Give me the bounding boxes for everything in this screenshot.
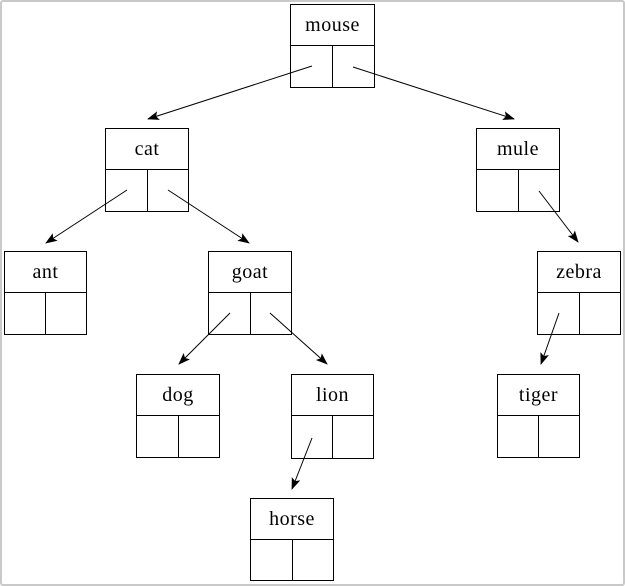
node-right-pointer-cell xyxy=(333,416,373,458)
tree-node-dog: dog xyxy=(136,374,220,458)
node-label: dog xyxy=(137,375,219,416)
node-left-pointer-cell xyxy=(137,416,179,457)
tree-node-tiger: tiger xyxy=(497,374,580,458)
node-left-pointer-cell xyxy=(251,540,293,580)
node-pointer-cells xyxy=(498,416,579,457)
tree-node-ant: ant xyxy=(4,251,87,335)
node-right-pointer-cell xyxy=(293,540,334,580)
node-pointer-cells xyxy=(137,416,219,457)
node-right-pointer-cell xyxy=(148,170,189,211)
node-pointer-cells xyxy=(538,293,620,334)
node-right-pointer-cell xyxy=(580,293,621,334)
node-pointer-cells xyxy=(291,46,374,87)
node-left-pointer-cell xyxy=(5,293,46,334)
tree-node-cat: cat xyxy=(105,128,189,212)
tree-node-zebra: zebra xyxy=(537,251,621,335)
node-pointer-cells xyxy=(209,293,291,334)
node-label: zebra xyxy=(538,252,620,293)
tree-node-goat: goat xyxy=(208,251,292,335)
node-right-pointer-cell xyxy=(46,293,86,334)
node-left-pointer-cell xyxy=(538,293,580,334)
tree-node-mule: mule xyxy=(476,128,560,212)
node-pointer-cells xyxy=(477,170,559,211)
node-left-pointer-cell xyxy=(106,170,148,211)
node-left-pointer-cell xyxy=(292,416,333,458)
node-label: lion xyxy=(292,375,373,416)
node-right-pointer-cell xyxy=(251,293,292,334)
node-left-pointer-cell xyxy=(477,170,519,211)
node-right-pointer-cell xyxy=(179,416,220,457)
node-label: cat xyxy=(106,129,188,170)
node-label: tiger xyxy=(498,375,579,416)
node-pointer-cells xyxy=(5,293,86,334)
node-left-pointer-cell xyxy=(209,293,251,334)
node-left-pointer-cell xyxy=(498,416,539,457)
edge-mouse-right-to-mule xyxy=(352,66,515,120)
node-right-pointer-cell xyxy=(519,170,560,211)
node-right-pointer-cell xyxy=(333,46,374,87)
edge-mouse-left-to-cat xyxy=(147,65,313,120)
node-right-pointer-cell xyxy=(539,416,579,457)
node-pointer-cells xyxy=(106,170,188,211)
node-left-pointer-cell xyxy=(291,46,333,87)
node-pointer-cells xyxy=(292,416,373,458)
node-label: ant xyxy=(5,252,86,293)
node-label: mouse xyxy=(291,5,374,46)
node-label: mule xyxy=(477,129,559,170)
tree-node-lion: lion xyxy=(291,374,374,459)
node-label: horse xyxy=(251,499,333,540)
tree-node-mouse: mouse xyxy=(290,4,375,88)
node-pointer-cells xyxy=(251,540,333,580)
node-label: goat xyxy=(209,252,291,293)
tree-node-horse: horse xyxy=(250,498,334,581)
